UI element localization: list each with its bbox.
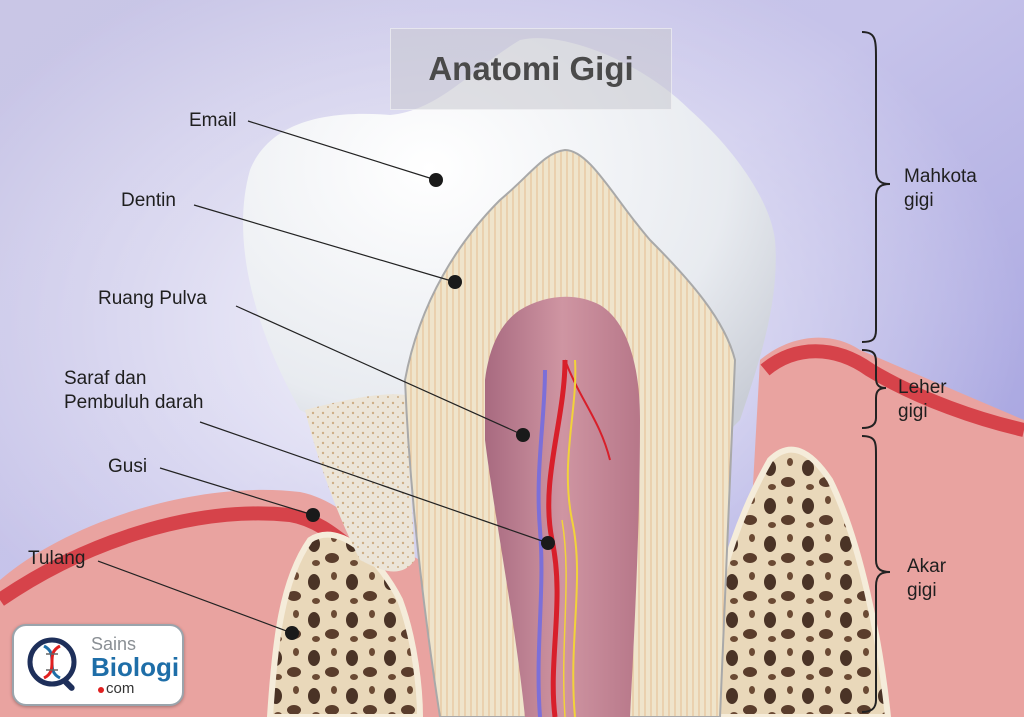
label-email: Email	[189, 110, 237, 131]
leader-dentin	[193, 204, 456, 283]
region-mahkota: Mahkota gigi	[904, 165, 977, 213]
leader-saraf	[199, 421, 549, 544]
diagram-title: Anatomi Gigi	[428, 50, 634, 87]
pulp-chamber	[485, 296, 640, 717]
region-mahkota-line2: gigi	[904, 190, 934, 211]
region-leher: Leher gigi	[898, 376, 947, 424]
logo-text-sains: Sains	[91, 634, 137, 654]
dna-magnifier-icon	[27, 637, 77, 691]
brace-mahkota	[861, 31, 891, 343]
region-akar-line2: gigi	[907, 580, 937, 601]
leader-points	[285, 173, 555, 640]
logo-text-com: com	[106, 680, 135, 697]
logo-text-biologi: Biologi	[91, 652, 180, 682]
leader-tulang	[97, 560, 293, 634]
artery-branch	[564, 359, 611, 461]
nerve-2	[561, 519, 567, 717]
label-dentin: Dentin	[121, 190, 176, 211]
bone-left	[266, 531, 424, 717]
gum-right-edge	[760, 344, 1024, 437]
label-saraf-line2: Pembuluh darah	[64, 392, 204, 413]
label-tulang: Tulang	[28, 548, 86, 569]
point-tulang	[285, 626, 299, 640]
leader-ruang-pulva	[235, 305, 524, 436]
brace-leher	[861, 349, 887, 429]
point-saraf	[541, 536, 555, 550]
sainsbiologi-logo[interactable]: Sains Biologi com	[12, 624, 184, 706]
brace-akar	[861, 435, 891, 713]
logo-dot	[98, 687, 104, 693]
vein	[536, 369, 547, 717]
point-gusi	[306, 508, 320, 522]
label-ruang-pulva: Ruang Pulva	[98, 288, 207, 309]
title-box: Anatomi Gigi	[390, 28, 672, 110]
leader-email	[247, 120, 437, 181]
leader-gusi	[159, 467, 314, 516]
region-leher-line2: gigi	[898, 401, 928, 422]
point-email	[429, 173, 443, 187]
label-saraf-line1: Saraf dan	[64, 368, 147, 389]
region-akar-line1: Akar	[907, 556, 947, 577]
leader-lines	[97, 120, 549, 634]
point-ruang-pulva	[516, 428, 530, 442]
root-cementum	[305, 394, 415, 572]
region-mahkota-line1: Mahkota	[904, 166, 977, 187]
region-leher-line1: Leher	[898, 377, 947, 398]
nerve	[566, 359, 579, 717]
region-akar: Akar gigi	[907, 555, 946, 603]
label-gusi: Gusi	[108, 456, 148, 477]
point-dentin	[448, 275, 462, 289]
